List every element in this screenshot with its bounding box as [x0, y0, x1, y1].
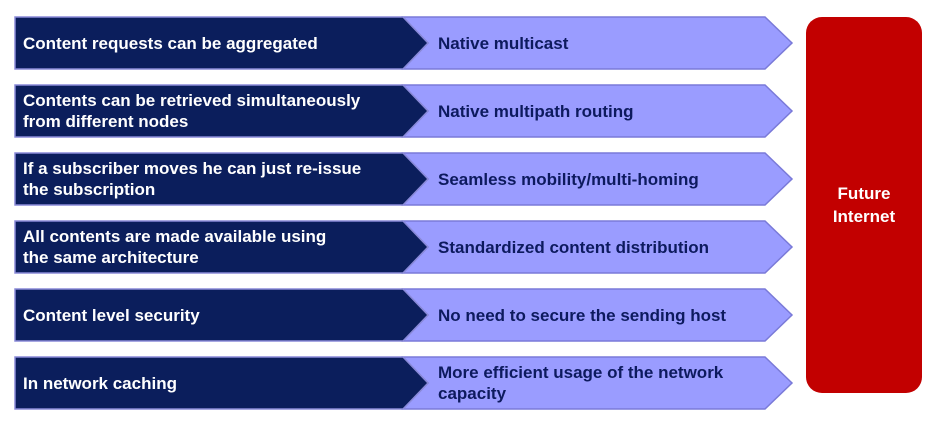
effect-arrow-4: [401, 220, 794, 274]
effect-arrow-3: [401, 152, 794, 206]
future-internet-box-shape: [806, 17, 922, 393]
effect-arrow-5: [401, 288, 794, 342]
cause-arrow-6: [14, 356, 430, 410]
cause-arrow-2: [14, 84, 430, 138]
effect-arrow-2: [401, 84, 794, 138]
cause-arrow-4: [14, 220, 430, 274]
effect-arrow-6: [401, 356, 794, 410]
future-internet-label: Future Internet: [832, 184, 896, 226]
cause-arrow-3: [14, 152, 430, 206]
effect-arrow-1: [401, 16, 794, 70]
cause-arrow-5: [14, 288, 430, 342]
cause-arrow-1: [14, 16, 430, 70]
